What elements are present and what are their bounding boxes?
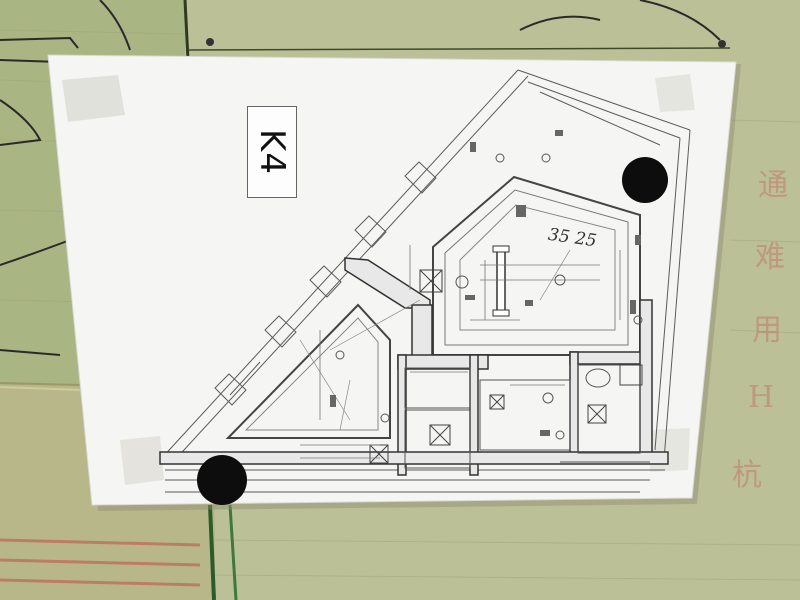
- wall-char-3: 用: [752, 313, 782, 348]
- punch-hole-top: [622, 157, 668, 203]
- sheet-label-box: K4: [247, 106, 297, 198]
- wall-char-1: 通: [758, 168, 788, 203]
- wall-char-4: H: [748, 380, 775, 415]
- punch-hole-bottom: [197, 455, 247, 505]
- wall-char-5: 杭: [732, 458, 762, 493]
- wall-char-2: 难: [755, 240, 785, 275]
- sheet-label: K4: [252, 129, 292, 175]
